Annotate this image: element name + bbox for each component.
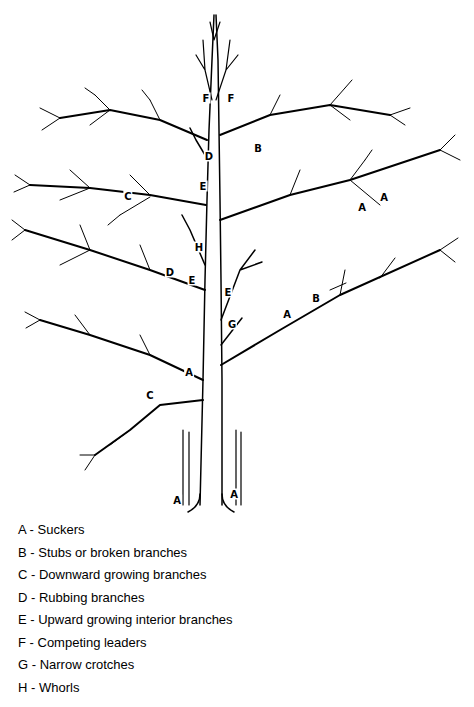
callout-letter: C [123, 191, 132, 202]
callout-letter: F [227, 93, 236, 104]
callout-letter: B [253, 143, 263, 154]
callout-letter: E [224, 287, 233, 298]
legend-line: H - Whorls [18, 680, 79, 696]
legend-line: C - Downward growing branches [18, 567, 207, 583]
legend-line: E - Upward growing interior branches [18, 612, 233, 628]
callout-letter: D [204, 151, 214, 162]
callout-letter: A [379, 192, 389, 203]
legend-line: D - Rubbing branches [18, 590, 144, 606]
callout-letter: A [282, 309, 292, 320]
callout-letter: A [172, 495, 182, 506]
callout-letter: E [199, 181, 208, 192]
callout-letter: A [229, 489, 239, 500]
callout-letter: A [184, 367, 194, 378]
tree-illustration [0, 0, 474, 520]
legend-line: G - Narrow crotches [18, 657, 134, 673]
callout-letter: G [227, 319, 237, 330]
callout-letter: H [194, 242, 204, 253]
callout-letter: A [357, 202, 367, 213]
callout-letter: C [145, 390, 154, 401]
callout-letter: E [188, 275, 197, 286]
callout-letter: B [311, 293, 321, 304]
legend-line: F - Competing leaders [18, 635, 147, 651]
legend-line: B - Stubs or broken branches [18, 545, 187, 561]
callout-letter: D [165, 267, 175, 278]
callout-letter: F [202, 93, 211, 104]
legend-line: A - Suckers [18, 522, 84, 538]
